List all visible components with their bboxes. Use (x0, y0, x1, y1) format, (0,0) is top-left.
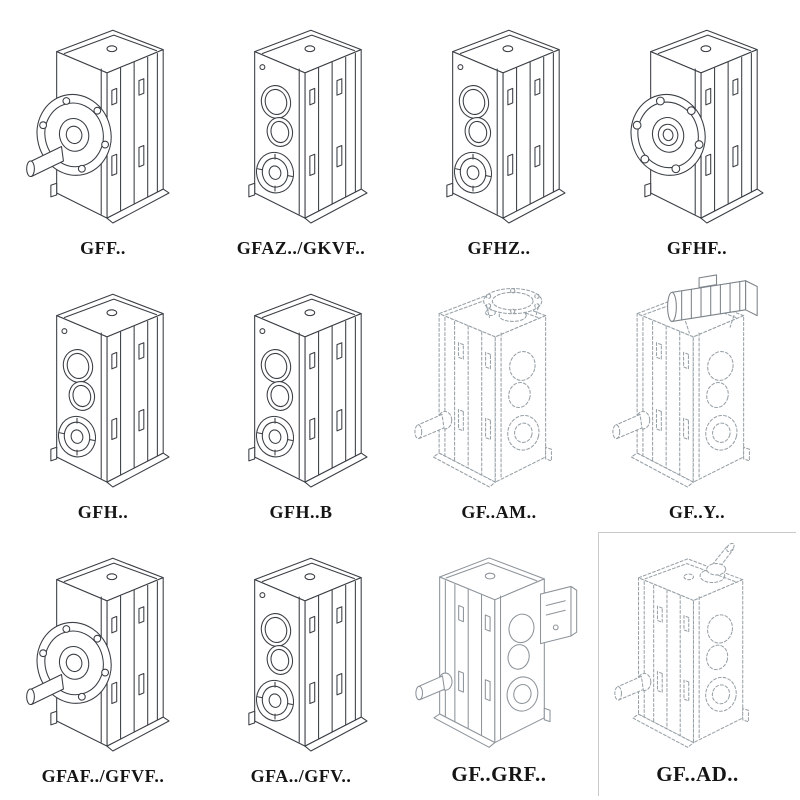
catalog-item: GFAZ../GKVF.. (202, 4, 400, 268)
catalog-item: GFA../GFV.. (202, 532, 400, 796)
gearbox-drawing (598, 4, 796, 236)
catalog-item: GFH.. (4, 268, 202, 532)
gearbox-drawing (4, 532, 202, 764)
model-series-label: GFHZ.. (467, 238, 531, 258)
gearbox-top-input-phantom-illustration (612, 538, 783, 756)
gearbox-bolt-flange-illustration (610, 9, 784, 232)
catalog-item: GFF.. (4, 4, 202, 268)
gearbox-bores-illustration (214, 537, 388, 760)
catalog-item: GFAF../GFVF.. (4, 532, 202, 796)
model-series-label: GF..Y.. (668, 502, 726, 522)
model-series-label: GFF.. (80, 238, 126, 258)
catalog-item: GF..GRF.. (400, 532, 598, 796)
model-series-label: GFAF../GFVF.. (41, 766, 165, 786)
gearbox-drawing (599, 533, 796, 760)
model-series-label: GFAZ../GKVF.. (236, 238, 366, 258)
gearbox-drawing (4, 268, 202, 500)
model-series-label: GF..GRF.. (451, 762, 547, 786)
gearbox-drawing (400, 4, 598, 236)
gearbox-bores-illustration (16, 273, 190, 496)
catalog-item: GFHZ.. (400, 4, 598, 268)
catalog-item: GF..AM.. (400, 268, 598, 532)
gearbox-input-flange-phantom-illustration (412, 273, 586, 496)
model-series-label: GFHF.. (666, 238, 728, 258)
gearbox-bores-illustration (412, 9, 586, 232)
catalog-item: GF..Y.. (598, 268, 796, 532)
model-series-label: GF..AM.. (461, 502, 537, 522)
gearbox-motor-phantom-illustration (610, 273, 784, 496)
gearbox-bores-illustration (214, 273, 388, 496)
model-series-label: GFH.. (77, 502, 129, 522)
gearbox-drawing (202, 532, 400, 764)
gearbox-drawing (4, 4, 202, 236)
catalog-item: GFHF.. (598, 4, 796, 268)
gearbox-drawing (400, 268, 598, 500)
model-series-label: GF..AD.. (656, 762, 739, 786)
gearbox-drawing (598, 268, 796, 500)
gearbox-drawing (202, 268, 400, 500)
gearbox-flange-shaft-illustration (16, 9, 190, 232)
gearbox-drawing (400, 532, 598, 760)
catalog-item: GF..AD.. (598, 532, 796, 796)
catalog-item: GFH..B (202, 268, 400, 532)
model-series-label: GFH..B (269, 502, 333, 522)
gearbox-flange-shaft-illustration (16, 537, 190, 760)
gearbox-drawing (202, 4, 400, 236)
gearbox-bores-illustration (214, 9, 388, 232)
gearbox-side-box-illustration (413, 537, 584, 756)
model-series-label: GFA../GFV.. (250, 766, 352, 786)
